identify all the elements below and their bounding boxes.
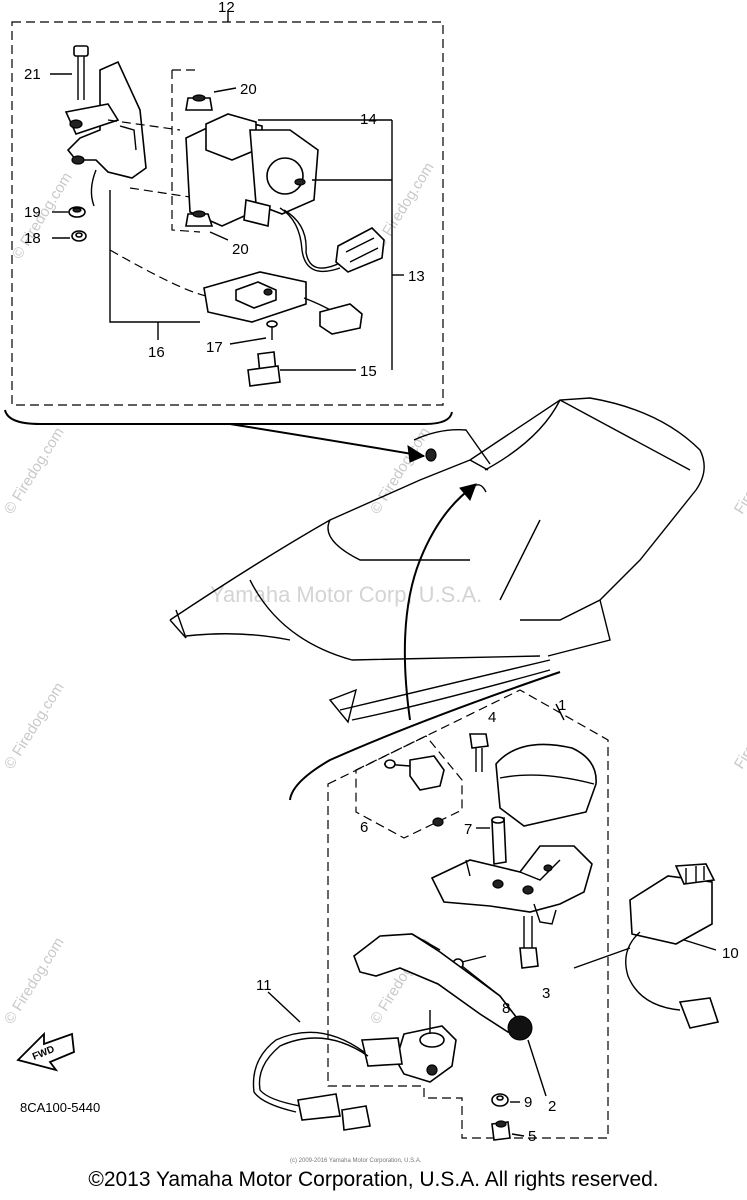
watermark-firedog-right-1: Firedog.com <box>731 437 747 517</box>
bolt-15 <box>247 351 281 387</box>
watermark-firedog-left-1: © Firedog.com <box>1 424 68 517</box>
grommet-20-top <box>185 94 213 111</box>
washer-18 <box>71 230 87 242</box>
screw-4 <box>469 733 489 772</box>
forward-arrow-icon: FWD <box>16 1031 75 1072</box>
label-21: 21 <box>24 66 41 83</box>
leader-1 <box>555 703 565 721</box>
leader-10b <box>573 947 631 969</box>
label-14: 14 <box>360 111 377 128</box>
label-15: 15 <box>360 363 377 380</box>
label-4: 4 <box>488 709 496 726</box>
watermark-firedog-left-0: © Firedog.com <box>9 169 76 262</box>
label-16: 16 <box>148 344 165 361</box>
inset-box-1 <box>327 689 609 1139</box>
bolt-21 <box>73 45 89 100</box>
label-12: 12 <box>218 0 235 16</box>
label-3: 3 <box>542 985 550 1002</box>
watermark-firedog-mid-1: © Firedog.com <box>367 424 434 517</box>
label-10: 10 <box>722 945 739 962</box>
watermark-fine-print: (c) 2009-2016 Yamaha Motor Corporation, … <box>290 1158 422 1164</box>
housing-16 <box>203 271 363 335</box>
leader-20-top <box>213 87 237 93</box>
leader-5 <box>511 1133 525 1137</box>
throttle-lever-2 <box>353 933 533 1041</box>
bracket-16 <box>109 190 200 323</box>
label-6: 6 <box>360 819 368 836</box>
hood-edge-line <box>289 671 561 801</box>
assembly-dash-lines <box>107 119 211 201</box>
diagram-code: 8CA100-5440 <box>20 1100 100 1115</box>
block-6 <box>383 755 445 827</box>
leader-20-bottom <box>209 231 229 241</box>
connector-14 <box>335 227 385 273</box>
part-labels: 12 21 20 14 19 18 20 13 16 17 15 1 4 6 7… <box>20 0 739 1145</box>
switch-10 <box>625 863 720 1029</box>
watermark-yamaha: Yamaha Motor Corp, U.S.A. <box>210 582 482 607</box>
pin-7 <box>491 816 507 865</box>
watermark-firedog-left-2: © Firedog.com <box>1 679 68 772</box>
group-20-bracket <box>171 69 201 233</box>
watermark-firedog-right-2: Firedog.com <box>731 692 747 772</box>
snowmobile-body <box>169 397 705 724</box>
bolt-3 <box>519 916 539 969</box>
nut-5 <box>491 1120 511 1141</box>
throttle-sensor-11 <box>252 1025 457 1131</box>
label-17: 17 <box>206 339 223 356</box>
inset-box-6 <box>355 735 463 839</box>
label-13: 13 <box>408 268 425 285</box>
label-8: 8 <box>502 1000 510 1017</box>
leader-2 <box>527 1039 547 1097</box>
grommet-20-bottom <box>185 210 214 227</box>
label-20-bottom: 20 <box>232 241 249 258</box>
copyright-footer: ©2013 Yamaha Motor Corporation, U.S.A. A… <box>88 1168 659 1191</box>
label-5: 5 <box>528 1128 536 1145</box>
label-20-top: 20 <box>240 81 257 98</box>
leader-11 <box>267 991 301 1023</box>
nut-19 <box>68 206 86 218</box>
label-7: 7 <box>464 821 472 838</box>
cover-cap <box>495 743 597 827</box>
watermark-group: Yamaha Motor Corp, U.S.A. © Firedog.com … <box>1 159 747 1164</box>
pointer-arrows <box>229 423 477 721</box>
label-1: 1 <box>558 697 566 714</box>
washer-9 <box>491 1093 509 1107</box>
leader-10 <box>683 939 717 951</box>
switch-unit-14 <box>185 113 343 273</box>
bracket <box>64 60 147 207</box>
leader-17 <box>229 337 267 345</box>
watermark-firedog-left-3: © Firedog.com <box>1 934 68 1027</box>
label-9: 9 <box>524 1094 532 1111</box>
dash-16 <box>109 249 207 297</box>
label-18: 18 <box>24 230 41 247</box>
screw-17 <box>266 320 278 340</box>
throttle-housing <box>430 845 593 925</box>
label-11: 11 <box>256 977 272 994</box>
label-2: 2 <box>548 1098 556 1115</box>
label-19: 19 <box>24 204 41 221</box>
